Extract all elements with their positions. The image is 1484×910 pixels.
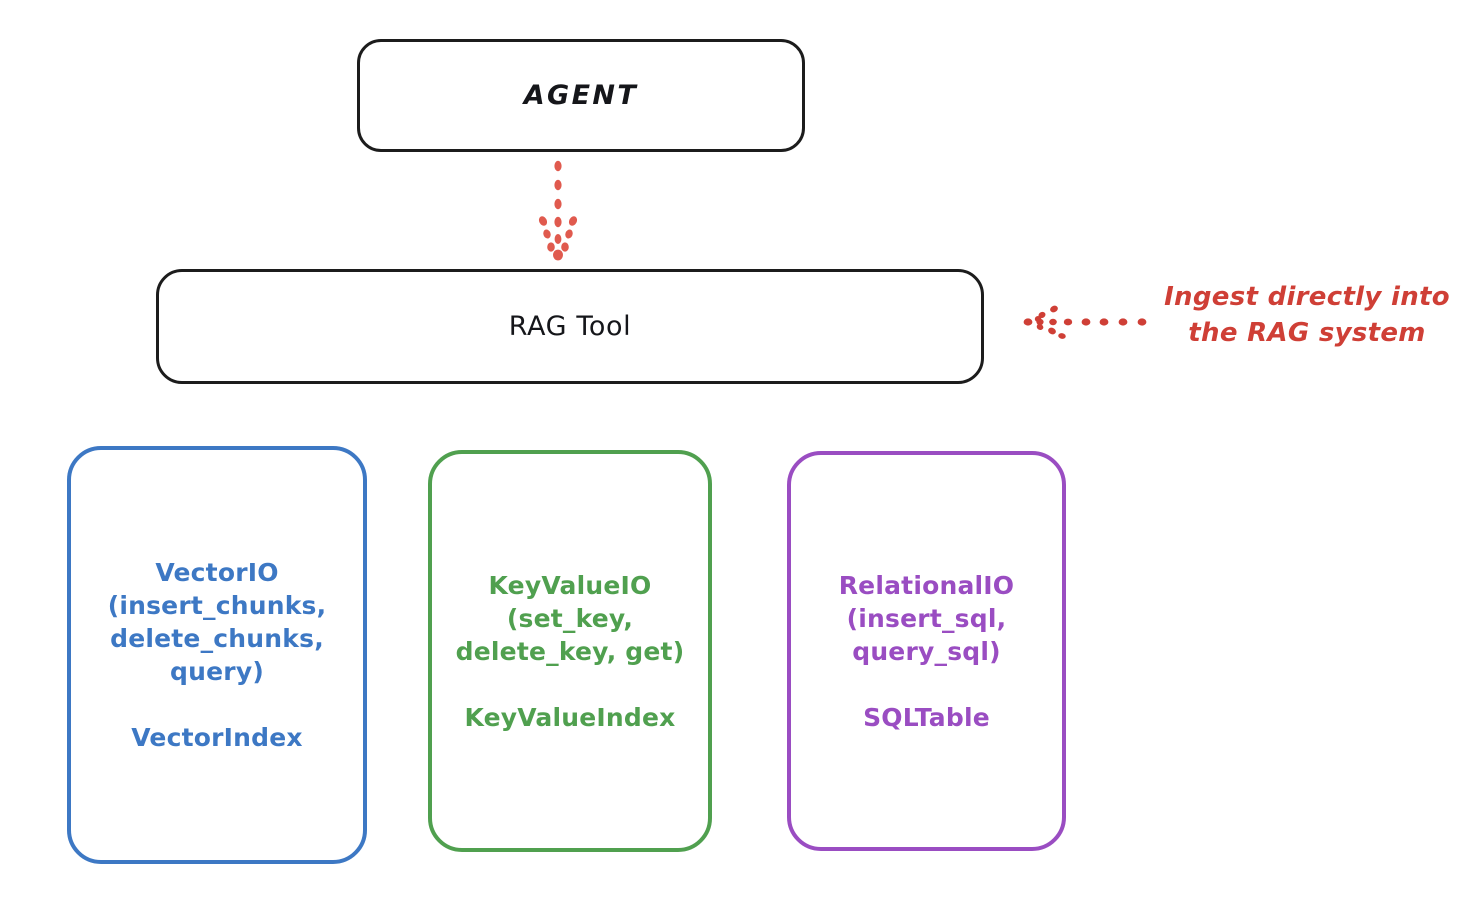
connector-agent-to-rag-tool-arrow-icon bbox=[538, 160, 578, 261]
connector-ingest-to-rag-tool-arrow-icon bbox=[1023, 305, 1147, 339]
node-agent-label: AGENT bbox=[523, 79, 639, 111]
node-agent[interactable]: AGENT bbox=[357, 39, 805, 152]
node-relational-io-label: RelationalIO (insert_sql, query_sql) SQL… bbox=[838, 570, 1015, 732]
node-rag-tool-label: RAG Tool bbox=[508, 310, 632, 342]
node-rag-tool[interactable]: RAG Tool bbox=[156, 269, 984, 384]
node-key-value-io[interactable]: KeyValueIO (set_key, delete_key, get) Ke… bbox=[428, 450, 712, 852]
node-relational-io[interactable]: RelationalIO (insert_sql, query_sql) SQL… bbox=[787, 451, 1066, 851]
node-vector-io-label: VectorIO (insert_chunks, delete_chunks, … bbox=[107, 558, 327, 752]
annotation-ingest-directly: Ingest directly into the RAG system bbox=[1164, 282, 1450, 348]
node-key-value-io-label: KeyValueIO (set_key, delete_key, get) Ke… bbox=[455, 570, 685, 732]
node-vector-io[interactable]: VectorIO (insert_chunks, delete_chunks, … bbox=[67, 446, 367, 864]
